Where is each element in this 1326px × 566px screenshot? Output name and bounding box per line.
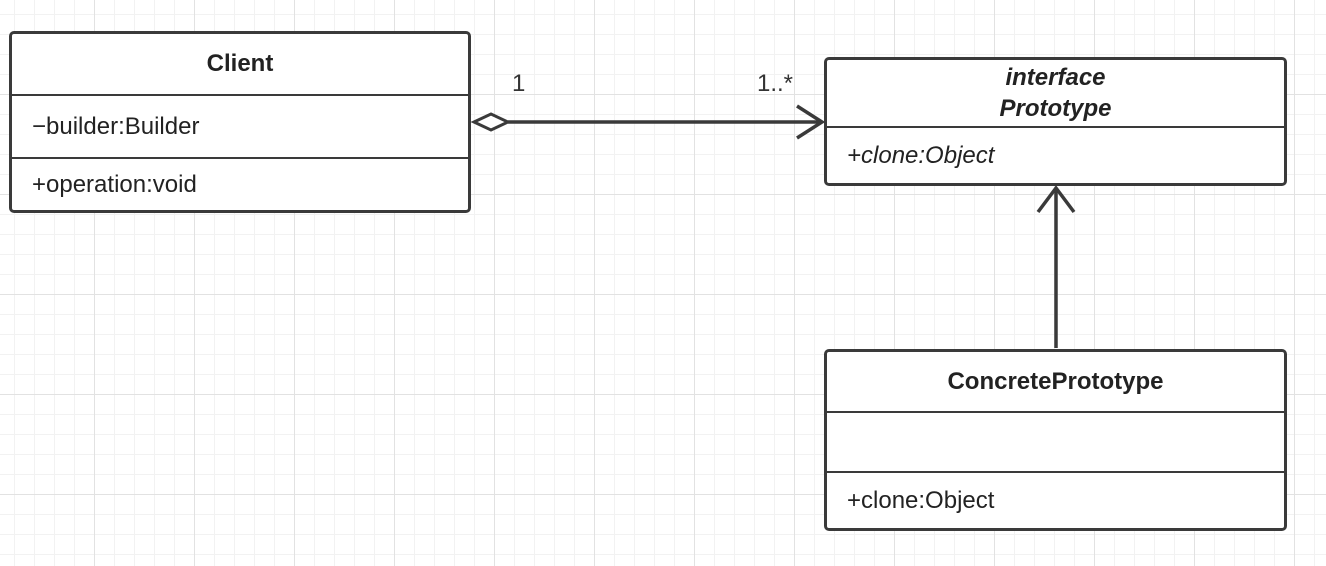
realization-arrowhead [1036,185,1076,214]
concrete-prototype-operations: +clone:Object [827,471,1284,528]
client-class[interactable]: Client −builder:Builder +operation:void [9,31,471,213]
client-operations: +operation:void [12,157,468,210]
concrete-prototype-operation: +clone:Object [847,486,995,514]
concrete-prototype-attributes [827,411,1284,471]
prototype-class-name: Prototype [999,95,1112,122]
client-class-header: Client [12,34,468,94]
prototype-attribute: +clone:Object [847,141,995,169]
aggregation-diamond [470,112,512,132]
prototype-stereotype: interface [1005,64,1106,91]
client-attributes: −builder:Builder [12,94,468,157]
aggregation-connector[interactable] [470,104,826,140]
target-multiplicity: 1..* [757,70,794,97]
client-operation: +operation:void [32,170,197,198]
concrete-prototype-class-name: ConcretePrototype [947,367,1164,395]
concrete-prototype-class[interactable]: ConcretePrototype +clone:Object [824,349,1287,531]
prototype-attributes: +clone:Object [827,126,1284,183]
client-attribute: −builder:Builder [32,112,200,140]
concrete-prototype-header: ConcretePrototype [827,352,1284,411]
realization-connector[interactable] [1036,185,1076,348]
prototype-interface[interactable]: interface Prototype +clone:Object [824,57,1287,186]
prototype-header: interface Prototype [827,60,1284,126]
source-multiplicity: 1 [512,70,526,97]
client-class-name: Client [206,50,274,77]
association-arrowhead [796,104,826,140]
